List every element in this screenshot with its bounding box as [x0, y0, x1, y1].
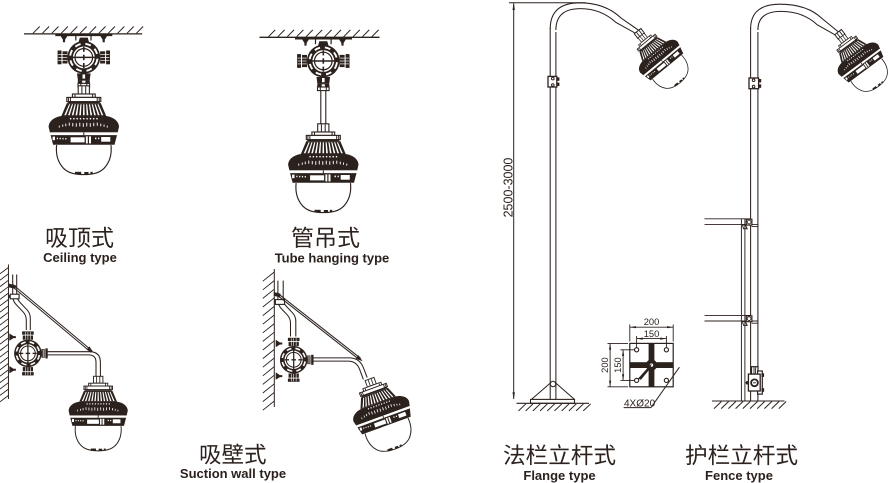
svg-text:Tube hanging type: Tube hanging type — [275, 251, 390, 266]
svg-text:150: 150 — [613, 357, 623, 373]
svg-text:150: 150 — [644, 329, 660, 339]
svg-text:Fence type: Fence type — [705, 468, 773, 483]
svg-text:200: 200 — [600, 357, 610, 373]
svg-text:Flange type: Flange type — [523, 468, 595, 483]
svg-text:Suction wall type: Suction wall type — [180, 466, 286, 481]
svg-text:Ceiling type: Ceiling type — [43, 250, 117, 265]
svg-text:2500-3000: 2500-3000 — [501, 158, 515, 218]
svg-text:200: 200 — [644, 317, 660, 327]
svg-text:4XØ20: 4XØ20 — [624, 399, 656, 410]
